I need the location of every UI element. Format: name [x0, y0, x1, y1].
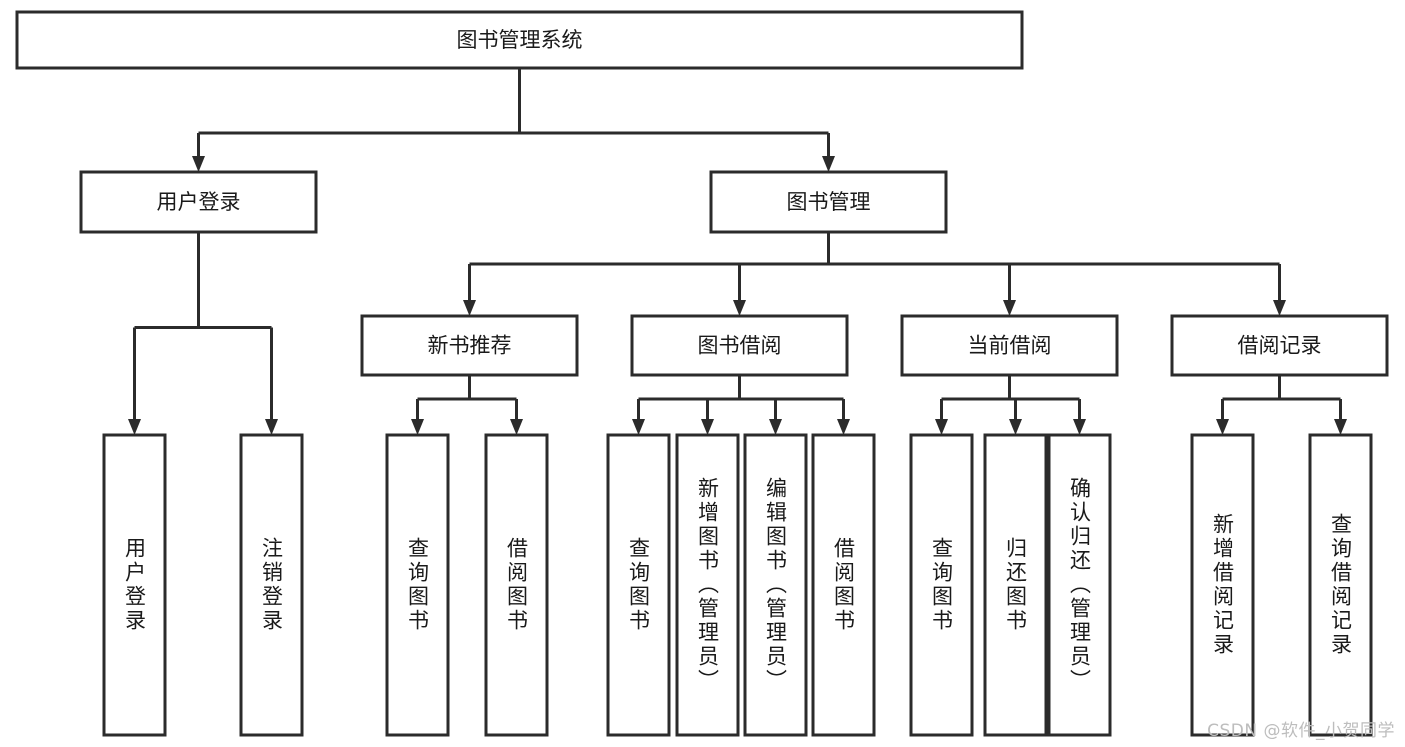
arrow-head-leaf-query-book-1: [411, 419, 424, 435]
arrow-head-book-borrow: [733, 300, 746, 316]
arrow-head-current-borrow: [1003, 300, 1016, 316]
node-label-current-borrow: 当前借阅: [968, 334, 1052, 358]
node-box-current-borrow[interactable]: [900, 314, 1119, 377]
arrow-head-borrow-record: [1273, 300, 1286, 316]
node-box-leaf-add-record[interactable]: [1190, 433, 1255, 737]
node-box-new-book-recommend[interactable]: [360, 314, 579, 377]
arrow-head-leaf-query-book-2: [632, 419, 645, 435]
node-box-user-login[interactable]: [79, 170, 318, 234]
node-box-leaf-query-record[interactable]: [1308, 433, 1373, 737]
arrow-head-leaf-confirm-return: [1073, 419, 1086, 435]
arrow-head-leaf-borrow-book-1: [510, 419, 523, 435]
node-box-leaf-query-book-3[interactable]: [909, 433, 974, 737]
node-label-new-book-recommend: 新书推荐: [428, 334, 512, 358]
node-box-leaf-user-login[interactable]: [102, 433, 167, 737]
node-box-leaf-borrow-book-1[interactable]: [484, 433, 549, 737]
node-box-leaf-edit-book[interactable]: [743, 433, 808, 737]
arrow-head-book-manage: [822, 156, 835, 172]
node-label-root: 图书管理系统: [457, 28, 583, 52]
node-label-book-borrow: 图书借阅: [698, 334, 782, 358]
arrow-head-leaf-add-book: [701, 419, 714, 435]
node-box-leaf-confirm-return[interactable]: [1047, 433, 1112, 737]
arrow-head-leaf-add-record: [1216, 419, 1229, 435]
node-box-leaf-query-book-2[interactable]: [606, 433, 671, 737]
node-box-root[interactable]: [15, 10, 1024, 70]
node-label-user-login: 用户登录: [157, 190, 241, 214]
node-box-leaf-logout[interactable]: [239, 433, 304, 737]
watermark-text: CSDN @软件_小贺同学: [1207, 721, 1395, 741]
node-box-book-manage[interactable]: [709, 170, 948, 234]
arrow-head-new-book-recommend: [463, 300, 476, 316]
arrow-head-leaf-query-record: [1334, 419, 1347, 435]
node-label-book-manage: 图书管理: [787, 190, 871, 214]
arrow-head-leaf-user-login: [128, 419, 141, 435]
arrow-head-leaf-return-book: [1009, 419, 1022, 435]
node-box-book-borrow[interactable]: [630, 314, 849, 377]
node-box-leaf-add-book[interactable]: [675, 433, 740, 737]
arrow-head-user-login: [192, 156, 205, 172]
node-label-borrow-record: 借阅记录: [1238, 334, 1322, 358]
arrow-head-leaf-borrow-book-2: [837, 419, 850, 435]
arrow-head-leaf-edit-book: [769, 419, 782, 435]
arrow-head-leaf-logout: [265, 419, 278, 435]
arrow-head-leaf-query-book-3: [935, 419, 948, 435]
node-box-leaf-return-book[interactable]: [983, 433, 1048, 737]
node-box-leaf-borrow-book-2[interactable]: [811, 433, 876, 737]
node-box-leaf-query-book-1[interactable]: [385, 433, 450, 737]
connector-layer: [128, 68, 1347, 435]
node-box-layer: [15, 10, 1389, 737]
node-box-borrow-record[interactable]: [1170, 314, 1389, 377]
